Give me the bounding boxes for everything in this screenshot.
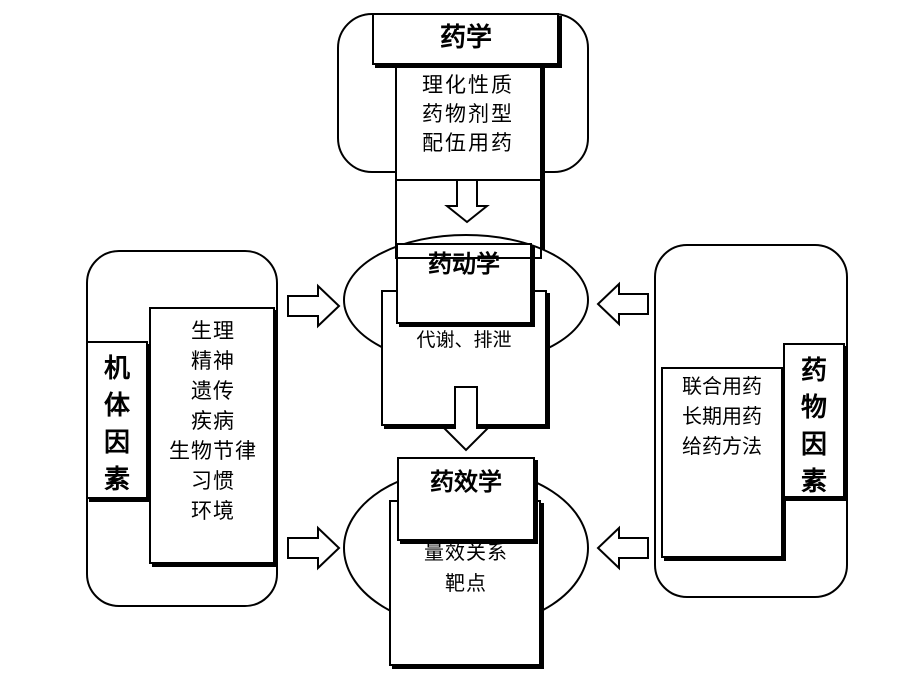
arrow-left-upper-icon: [596, 281, 649, 327]
body-factors-content-box: [149, 307, 275, 564]
body-factors-title-2: 因: [104, 428, 130, 458]
pharmacy-title-box: [372, 13, 559, 65]
arrow-right-lower-icon: [287, 525, 341, 571]
arrow-right-upper-icon: [287, 283, 341, 329]
drug-factors-item-2: 给药方法: [682, 434, 762, 458]
arrow-down-center-icon: [441, 386, 491, 452]
body-factors-item-4: 生物节律: [169, 439, 257, 463]
pharmacodynamics-item-0: 量效关系: [424, 540, 508, 564]
pharmacodynamics-title-box: [397, 457, 535, 541]
body-factors-item-5: 习惯: [191, 469, 235, 493]
body-factors-title-3: 素: [104, 465, 130, 495]
pharmacy-item-0: 理化性质: [422, 73, 514, 97]
drug-factors-item-0: 联合用药: [682, 374, 762, 398]
drug-factors-content-box: [661, 367, 783, 558]
pharmacodynamics-item-1: 靶点: [445, 571, 487, 595]
drug-factors-title-1: 物: [801, 393, 827, 423]
arrow-down-top-icon: [444, 179, 490, 224]
body-factors-item-6: 环境: [191, 499, 235, 523]
drug-factors-title-box: [783, 343, 845, 498]
drug-factors-title-0: 药: [801, 356, 827, 386]
body-factors-item-3: 疾病: [191, 409, 235, 433]
body-factors-item-1: 精神: [191, 349, 235, 373]
drug-factors-item-1: 长期用药: [682, 404, 762, 428]
pharmacokinetics-title: 药动学: [428, 250, 500, 278]
body-factors-title-0: 机: [104, 354, 130, 384]
drug-factors-title-3: 素: [801, 467, 827, 497]
pharmacy-content-box: [395, 61, 542, 259]
pharmacy-title: 药学: [440, 22, 492, 53]
arrow-left-lower-icon: [596, 525, 649, 571]
body-factors-title-box: [86, 341, 148, 499]
pharmacy-item-1: 药物剂型: [422, 102, 514, 126]
pharmacodynamics-title: 药效学: [430, 468, 502, 496]
pharmacokinetics-item-0: 代谢、排泄: [416, 329, 511, 351]
body-factors-item-2: 遗传: [191, 379, 235, 403]
pharmacy-content-box-overlap: [395, 179, 542, 259]
pharmacy-item-2: 配伍用药: [422, 131, 514, 155]
drug-factors-title-2: 因: [801, 430, 827, 460]
body-factors-title-1: 体: [104, 391, 131, 421]
body-factors-item-0: 生理: [191, 319, 235, 343]
